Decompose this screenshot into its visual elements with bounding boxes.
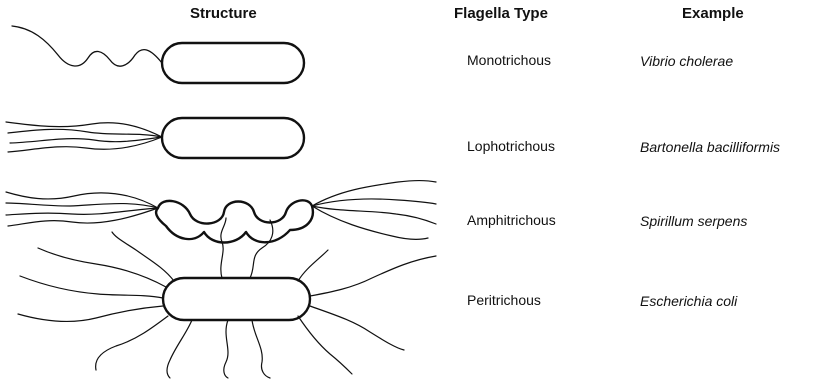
flagella-type-monotrichous: Monotrichous (467, 52, 551, 68)
monotrichous-cell (12, 26, 304, 83)
example-escherichia-coli: Escherichia coli (640, 293, 737, 309)
example-bartonella-bacilliformis: Bartonella bacilliformis (640, 139, 780, 155)
lophotrichous-cell (6, 118, 304, 158)
example-vibrio-cholerae: Vibrio cholerae (640, 53, 733, 69)
flagella-type-lophotrichous: Lophotrichous (467, 138, 555, 154)
example-spirillum-serpens: Spirillum serpens (640, 213, 747, 229)
flagella-type-peritrichous: Peritrichous (467, 292, 541, 308)
flagella-type-amphitrichous: Amphitrichous (467, 212, 556, 228)
